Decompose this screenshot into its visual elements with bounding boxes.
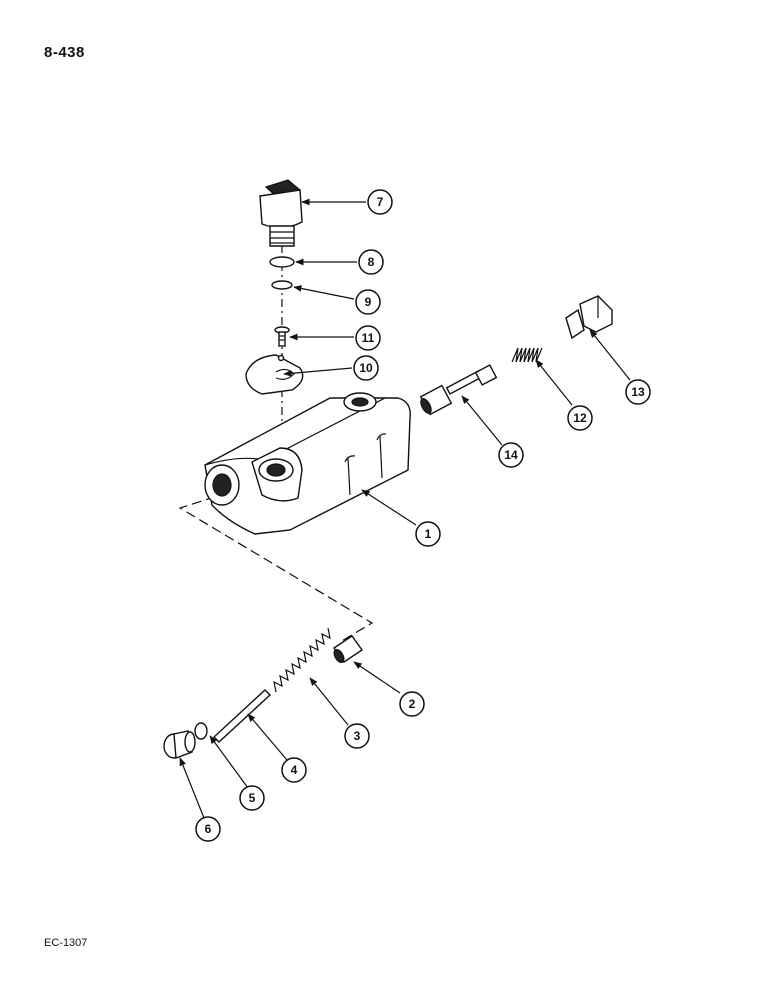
svg-text:14: 14 bbox=[504, 448, 518, 462]
callout-12: 12 bbox=[567, 405, 593, 431]
part-12-spring bbox=[511, 347, 543, 363]
callout-14: 14 bbox=[498, 442, 524, 468]
callout-1: 1 bbox=[415, 521, 441, 547]
part-10-retaining-plate bbox=[245, 354, 304, 395]
svg-text:8: 8 bbox=[368, 255, 375, 269]
svg-text:1: 1 bbox=[425, 527, 432, 541]
part-5-washer bbox=[194, 722, 208, 740]
leader-lines bbox=[179, 198, 631, 819]
svg-text:7: 7 bbox=[377, 195, 384, 209]
svg-text:6: 6 bbox=[205, 822, 212, 836]
assembly-axis-lower bbox=[178, 491, 374, 643]
part-3-spring bbox=[273, 627, 331, 693]
callout-5: 5 bbox=[239, 785, 265, 811]
part-4-pin bbox=[212, 689, 272, 743]
svg-text:12: 12 bbox=[573, 411, 587, 425]
svg-text:13: 13 bbox=[631, 385, 645, 399]
callout-2: 2 bbox=[399, 691, 425, 717]
callout-9: 9 bbox=[355, 289, 381, 315]
callout-10: 10 bbox=[353, 355, 379, 381]
part-11-screw bbox=[274, 326, 290, 347]
part-14-valve-spool bbox=[419, 364, 498, 416]
callout-8: 8 bbox=[358, 249, 384, 275]
page-number: 8-438 bbox=[44, 44, 85, 61]
callout-11: 11 bbox=[355, 325, 381, 351]
svg-text:2: 2 bbox=[409, 697, 416, 711]
part-8-o-ring bbox=[269, 256, 295, 268]
part-7-sender-unit bbox=[259, 179, 303, 247]
callout-7: 7 bbox=[367, 189, 393, 215]
callout-6: 6 bbox=[195, 816, 221, 842]
svg-text:4: 4 bbox=[291, 763, 298, 777]
part-13-plug bbox=[565, 295, 613, 340]
callout-3: 3 bbox=[344, 723, 370, 749]
part-6-plug bbox=[163, 730, 196, 759]
part-1-valve-body bbox=[204, 392, 411, 535]
svg-text:11: 11 bbox=[362, 331, 375, 345]
figure-reference-code: EC-1307 bbox=[44, 937, 88, 949]
callout-4: 4 bbox=[281, 757, 307, 783]
callout-13: 13 bbox=[625, 379, 651, 405]
part-9-o-ring bbox=[271, 280, 293, 290]
svg-text:3: 3 bbox=[354, 729, 361, 743]
svg-text:5: 5 bbox=[249, 791, 256, 805]
part-2-plunger bbox=[333, 635, 363, 663]
svg-text:9: 9 bbox=[365, 295, 372, 309]
svg-text:10: 10 bbox=[359, 361, 373, 375]
